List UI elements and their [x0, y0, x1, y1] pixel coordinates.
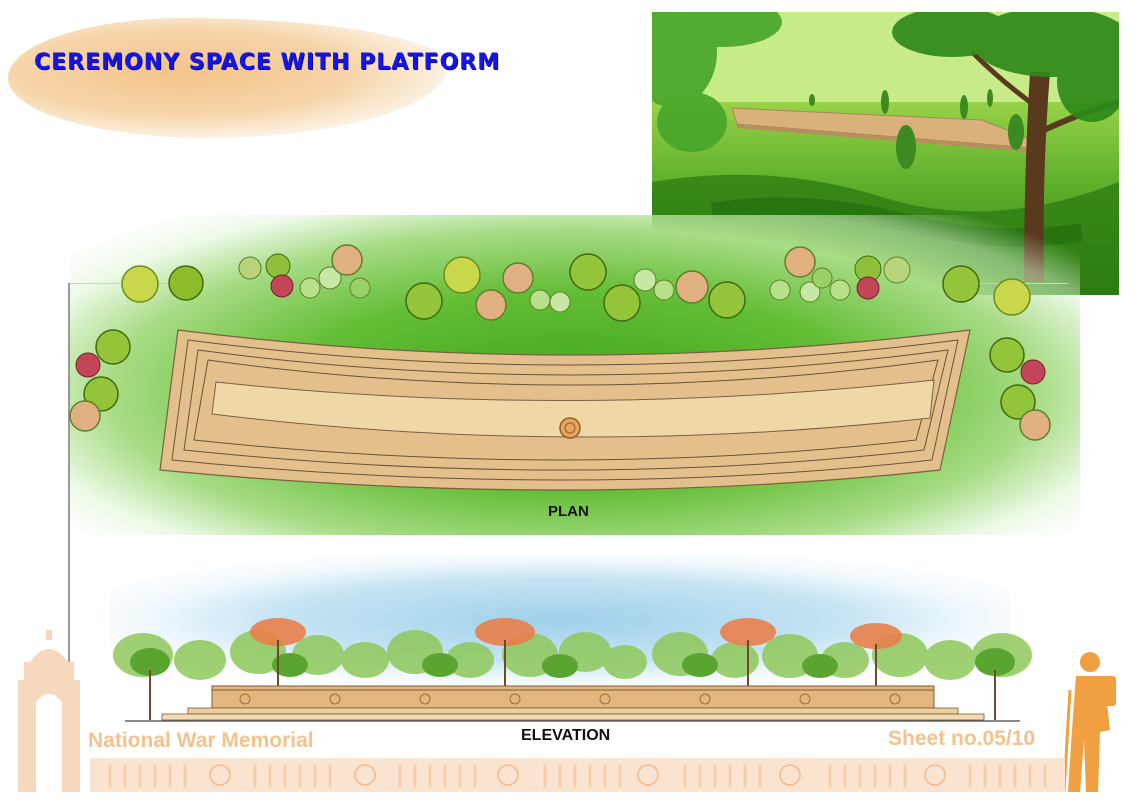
emblem-medallion-icon — [559, 417, 581, 439]
emblem-medallion-icon — [354, 764, 376, 786]
shrub-icon — [1020, 359, 1046, 385]
render-platform-step — [737, 124, 1032, 152]
shrub-icon — [633, 268, 657, 292]
tree-icon — [720, 618, 776, 646]
shrub-icon — [784, 246, 816, 278]
shrub-icon — [299, 277, 321, 299]
tree-icon — [422, 653, 458, 677]
frame-line-left — [68, 283, 70, 723]
tree-icon — [475, 618, 535, 646]
shrub-icon — [549, 291, 571, 313]
footer-frieze — [90, 758, 1065, 792]
shrub-icon — [993, 278, 1031, 316]
shrub-icon — [270, 274, 294, 298]
platform-step-2 — [183, 349, 949, 471]
tree-icon — [130, 648, 170, 676]
emblem-medallion-icon — [209, 764, 231, 786]
emblem-medallion-icon — [497, 764, 519, 786]
plan-shrubs-right — [989, 337, 1051, 441]
shrub-icon — [318, 266, 342, 290]
project-name: National War Memorial — [88, 729, 314, 752]
shrub-icon — [883, 256, 911, 284]
emblem-medallion-icon — [779, 764, 801, 786]
shrub-icon — [1000, 384, 1036, 420]
shrub-icon — [502, 262, 534, 294]
emblem-medallion-icon — [637, 764, 659, 786]
shrub-icon — [405, 282, 443, 320]
shrub-icon — [443, 256, 481, 294]
elevation-step-1 — [187, 707, 959, 715]
shrub-icon — [811, 267, 833, 289]
india-gate-icon — [18, 630, 80, 792]
tree-icon — [682, 653, 718, 677]
shrub-icon — [475, 289, 507, 321]
shrub-icon — [238, 256, 262, 280]
shrub-icon — [856, 276, 880, 300]
shrub-icon — [121, 265, 159, 303]
plan-shrubs-left — [69, 329, 131, 432]
shrub-icon — [829, 279, 851, 301]
shrub-icon — [331, 244, 363, 276]
shrub-icon — [653, 279, 675, 301]
tree-icon — [924, 640, 976, 680]
shrub-icon — [349, 277, 371, 299]
plan-shrubs-top — [121, 244, 1031, 322]
platform-step-1 — [171, 339, 959, 481]
tree-icon — [542, 654, 578, 678]
tree-branch — [970, 50, 1039, 110]
tree-icon — [850, 623, 902, 649]
tree-icon — [272, 653, 308, 677]
shrub-icon — [708, 281, 746, 319]
shrub-icon — [769, 279, 791, 301]
shrub-icon — [75, 352, 101, 378]
tree-icon — [802, 654, 838, 678]
tree-canopy-left — [652, 12, 782, 152]
soldier-silhouette-icon — [1062, 652, 1116, 793]
tree-icon — [341, 642, 389, 678]
shrub-icon — [942, 265, 980, 303]
shrub-icon — [69, 400, 101, 432]
platform-top-surface — [211, 379, 935, 438]
shrub-icon — [569, 253, 607, 291]
frieze-pattern — [108, 764, 1047, 788]
tree-icon — [446, 642, 494, 678]
shrub-icon — [95, 329, 131, 365]
elevation-step-2 — [161, 713, 985, 721]
page-title: CEREMONY SPACE WITH PLATFORM — [34, 50, 501, 75]
elevation-tree-row — [113, 618, 1032, 720]
sheet-number: Sheet no.05/10 — [888, 727, 1036, 750]
shrub-icon — [989, 337, 1025, 373]
elevation-wall-medallions — [239, 693, 901, 705]
elevation-platform-wall — [211, 685, 935, 709]
shrub-icon — [675, 270, 709, 304]
shrub-icon — [603, 284, 641, 322]
tree-icon — [174, 640, 226, 680]
tree-canopy — [892, 12, 1119, 122]
shrub-icon — [168, 265, 204, 301]
elevation-label: ELEVATION — [521, 727, 611, 744]
emblem-medallion-icon — [924, 764, 946, 786]
shrub-icon — [1019, 409, 1051, 441]
shrub-icon — [799, 281, 821, 303]
tree-icon — [250, 618, 306, 646]
render-cypress-trees — [809, 89, 1024, 169]
tree-icon — [711, 642, 759, 678]
tree-icon — [603, 645, 647, 679]
plan-label: PLAN — [548, 503, 589, 520]
tree-icon — [975, 648, 1015, 676]
